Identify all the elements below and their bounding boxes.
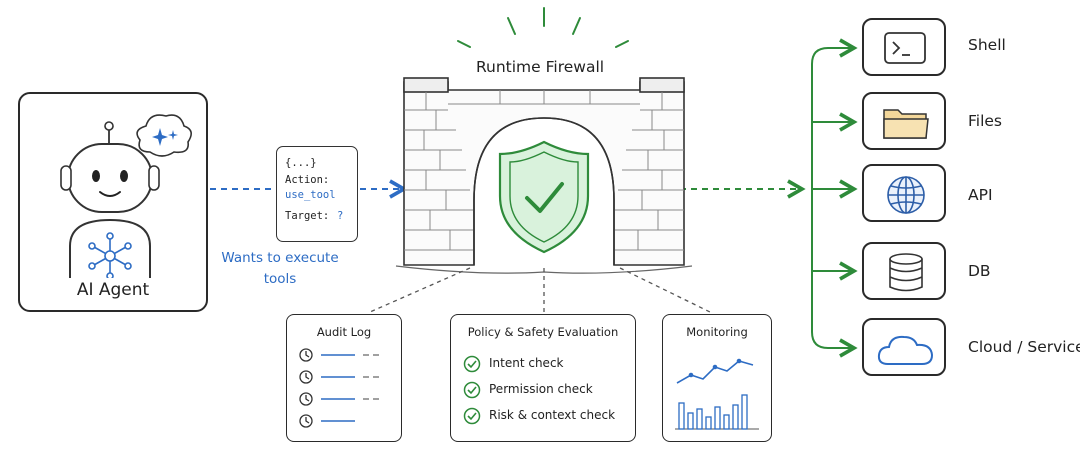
- policy-check-row: Permission check: [463, 381, 593, 402]
- robot-icon: [60, 114, 192, 278]
- tool-label-files: Files: [968, 112, 1003, 130]
- terminal-icon: [884, 32, 926, 64]
- monitoring-chart-icon: [675, 358, 759, 430]
- firewall-title: Runtime Firewall: [475, 58, 605, 76]
- folder-icon: [883, 109, 929, 139]
- globe-icon: [887, 176, 925, 214]
- tool-label-api: API: [968, 186, 993, 204]
- tool-card-files: [862, 92, 946, 150]
- tool-branches: [811, 38, 858, 358]
- monitor-connectors: [369, 267, 711, 313]
- tool-label-shell: Shell: [968, 36, 1006, 54]
- database-icon: [889, 253, 923, 292]
- policy-check-row: Risk & context check: [463, 407, 615, 428]
- audit-log-title: Audit Log: [316, 325, 372, 339]
- firewall-rays: [457, 7, 629, 48]
- tool-card-shell: [862, 18, 946, 76]
- payload-target-key: Target:: [285, 210, 330, 223]
- check-circle-icon: [463, 381, 481, 399]
- check-circle-icon: [463, 355, 481, 373]
- policy-check-row: Intent check: [463, 355, 564, 376]
- monitoring-title: Monitoring: [686, 325, 748, 339]
- ai-agent-card: AI Agent: [18, 92, 208, 312]
- tool-label-db: DB: [968, 262, 991, 280]
- payload-target-value: ?: [337, 210, 344, 223]
- cloud-icon: [877, 335, 934, 365]
- intent-caption: Wants to execute tools: [221, 250, 339, 287]
- tool-card-cloud: [862, 318, 946, 376]
- audit-log-rows: [299, 348, 379, 428]
- audit-log-card: Audit Log: [286, 314, 402, 442]
- tool-call-payload: {...} Action: use_tool Target: ?: [276, 146, 358, 242]
- payload-action-value: use_tool: [285, 188, 336, 201]
- tool-card-api: [862, 164, 946, 222]
- payload-action-key: Action:: [285, 173, 330, 186]
- firewall-arch: [395, 77, 693, 274]
- agent-label: AI Agent: [76, 280, 150, 300]
- payload-brackets: {...}: [285, 157, 317, 169]
- policy-check-label: Risk & context check: [489, 408, 616, 422]
- tool-label-cloud: Cloud / Service: [968, 338, 1080, 356]
- tool-card-db: [862, 242, 946, 300]
- policy-check-label: Permission check: [489, 382, 593, 396]
- monitoring-card: Monitoring: [662, 314, 772, 442]
- check-circle-icon: [463, 407, 481, 425]
- policy-card: Policy & Safety Evaluation Intent check …: [450, 314, 636, 442]
- policy-title: Policy & Safety Evaluation: [467, 325, 619, 339]
- shield-icon: [498, 140, 590, 254]
- policy-check-label: Intent check: [489, 356, 564, 370]
